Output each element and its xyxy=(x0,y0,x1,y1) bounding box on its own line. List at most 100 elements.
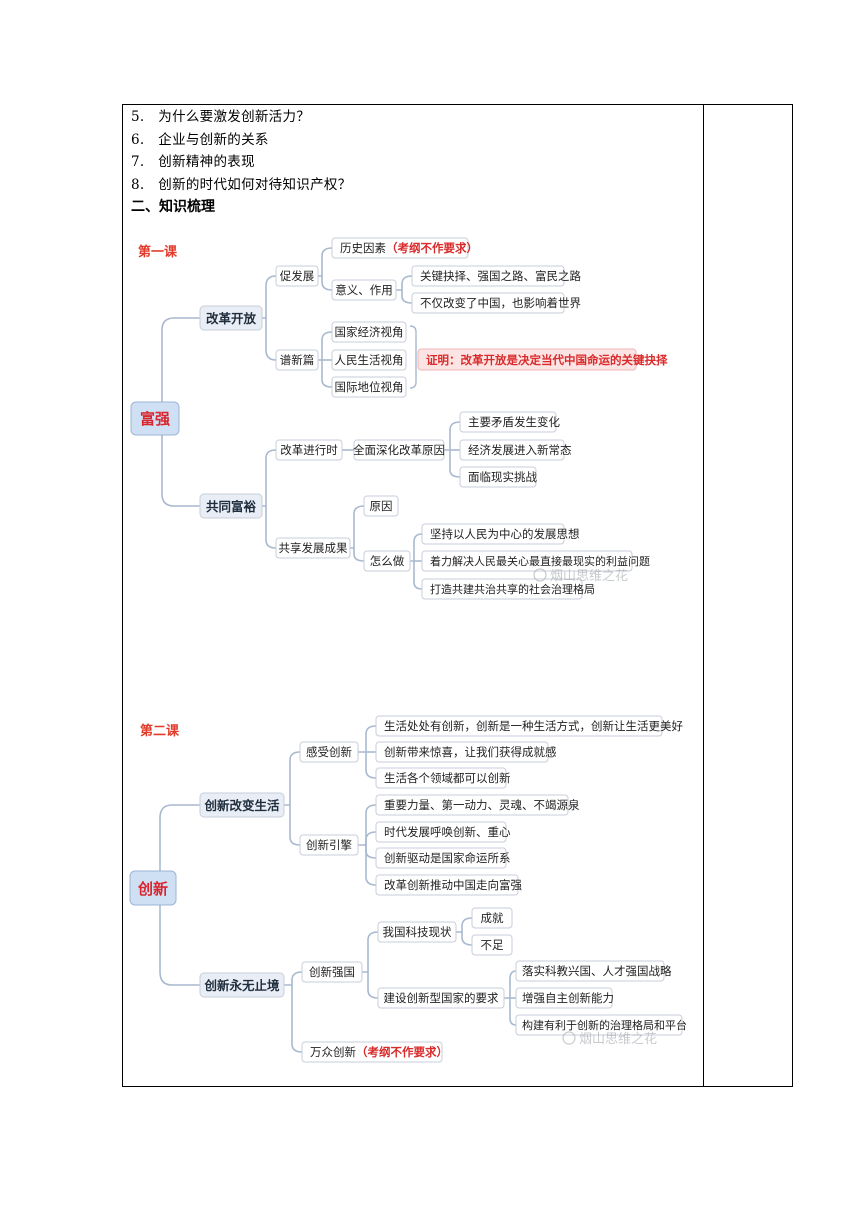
map1-common-node: 共同富裕 xyxy=(199,493,263,519)
map1-share-node: 共享发展成果 xyxy=(275,537,351,559)
map2-b2-node: 增强自主创新能力 xyxy=(515,987,614,1009)
map2-strong-label: 创新强国 xyxy=(309,965,355,979)
map2-build-node: 建设创新型国家的要求 xyxy=(377,987,505,1009)
map1-deepen-node: 全面深化改革原因 xyxy=(353,439,445,461)
section-heading: 二、知识梳理 xyxy=(131,199,215,215)
map2-l2-node: 时代发展呼唤创新、重心 xyxy=(375,821,511,843)
question-item: 6. 企业与创新的关系 xyxy=(131,131,269,148)
map1-lesson-title: 第一课 xyxy=(138,244,178,260)
map2-status-label: 我国科技现状 xyxy=(383,925,452,939)
map2-l1-label: 重要力量、第一动力、灵魂、不竭源泉 xyxy=(384,798,580,812)
map1-deepen-label: 全面深化改革原因 xyxy=(353,443,445,457)
map2-lesson-title: 第二课 xyxy=(140,723,180,739)
map2-f2-label: 创新带来惊喜，让我们获得成就感 xyxy=(384,745,557,759)
map1-watermark-label: 烟山思维之花 xyxy=(550,568,628,584)
map1-view2-label: 人民生活视角 xyxy=(335,353,404,367)
map1-promote-label: 促发展 xyxy=(280,269,315,283)
map1-c1-node: 主要矛盾发生变化 xyxy=(459,411,560,433)
map1-how-node: 怎么做 xyxy=(363,550,411,572)
map1-view1-label: 国家经济视角 xyxy=(335,325,404,339)
map2-l1-node: 重要力量、第一动力、灵魂、不竭源泉 xyxy=(375,794,580,816)
map2-strong-node: 创新强国 xyxy=(301,961,363,983)
map1-c3-label: 面临现实挑战 xyxy=(468,470,537,484)
map2-l3-node: 创新驱动是国家命运所系 xyxy=(375,847,511,869)
map2-watermark-label: 烟山思维之花 xyxy=(579,1031,657,1047)
map2-connectors xyxy=(159,725,517,1053)
map1-view1-node: 国家经济视角 xyxy=(331,321,407,343)
map1-choice-node: 关键抉择、强国之路、富民之路 xyxy=(411,265,581,287)
map1-meaning-node: 意义、作用 xyxy=(331,279,397,301)
map1-connectors xyxy=(161,247,461,590)
map2-feel-node: 感受创新 xyxy=(299,741,359,763)
map1-h2-label: 着力解决人民最关心最直接最现实的利益问题 xyxy=(430,554,650,568)
map1-reason-label: 原因 xyxy=(370,499,393,513)
map1-progress-label: 改革进行时 xyxy=(280,443,338,457)
map2-mass-note: （考纲不作要求） xyxy=(356,1045,448,1059)
map1-newchapter-node: 谱新篇 xyxy=(275,349,319,371)
map2-s1-label: 成就 xyxy=(481,911,504,925)
map1-watermark: 烟山思维之花 xyxy=(533,568,628,584)
map1-view2-node: 人民生活视角 xyxy=(331,349,407,371)
map1-choice-label: 关键抉择、强国之路、富民之路 xyxy=(420,269,581,283)
map1-h2-node: 着力解决人民最关心最直接最现实的利益问题 xyxy=(421,550,650,572)
map2-f3-label: 生活各个领域都可以创新 xyxy=(384,771,511,785)
map1-world-label: 不仅改变了中国，也影响着世界 xyxy=(420,296,581,310)
map2-s1-node: 成就 xyxy=(471,907,513,929)
map1-root-node: 富强 xyxy=(130,401,180,436)
map1-c2-node: 经济发展进入新常态 xyxy=(459,439,572,461)
svg-text:历史因素（考纲不作要求）: 历史因素（考纲不作要求） xyxy=(340,241,478,255)
question-item: 8. 创新的时代如何对待知识产权？ xyxy=(131,176,352,193)
map1-view3-label: 国际地位视角 xyxy=(335,380,404,394)
map2-root-node: 创新 xyxy=(129,870,177,906)
map2-f3-node: 生活各个领域都可以创新 xyxy=(375,767,511,789)
map2-lead-node: 创新引擎 xyxy=(299,834,359,856)
map2-f1-label: 生活处处有创新，创新是一种生活方式，创新让生活更美好 xyxy=(384,719,683,733)
table-frame xyxy=(122,104,793,1087)
map2-b2-label: 增强自主创新能力 xyxy=(522,991,614,1005)
wechat-icon xyxy=(533,568,547,582)
map2-l4-node: 改革创新推动中国走向富强 xyxy=(375,874,522,896)
table-column-divider xyxy=(703,104,704,1087)
wechat-icon xyxy=(562,1031,576,1045)
map1-proof-node: 证明：改革开放是决定当代中国命运的关键抉择 xyxy=(417,348,668,371)
map1-history-label: 历史因素 xyxy=(340,241,386,255)
map2-root-label: 创新 xyxy=(137,880,168,898)
svg-text:万众创新（考纲不作要求）: 万众创新（考纲不作要求） xyxy=(310,1045,448,1059)
map1-history-node: 历史因素（考纲不作要求） xyxy=(331,237,478,259)
map2-b3-label: 构建有利于创新的治理格局和平台 xyxy=(522,1018,687,1032)
map1-newchapter-label: 谱新篇 xyxy=(280,353,315,367)
map1-progress-node: 改革进行时 xyxy=(275,439,343,461)
map1-h3-label: 打造共建共治共享的社会治理格局 xyxy=(430,582,595,596)
map1-promote-node: 促发展 xyxy=(275,265,319,287)
map1-reform-label: 改革开放 xyxy=(206,311,257,326)
map1-h1-node: 坚持以人民为中心的发展思想 xyxy=(421,523,580,545)
map1-common-label: 共同富裕 xyxy=(206,499,257,514)
map2-s2-node: 不足 xyxy=(471,934,513,956)
map2-mass-label: 万众创新 xyxy=(310,1045,356,1059)
question-list: 5. 为什么要激发创新活力？ 6. 企业与创新的关系 7. 创新精神的表现 8.… xyxy=(131,106,351,196)
map1-c3-node: 面临现实挑战 xyxy=(459,466,537,488)
question-item: 7. 创新精神的表现 xyxy=(131,154,255,170)
map1-proof-label: 证明：改革开放是决定当代中国命运的关键抉择 xyxy=(426,353,668,367)
map2-l4-label: 改革创新推动中国走向富强 xyxy=(384,878,522,892)
map2-f1-node: 生活处处有创新，创新是一种生活方式，创新让生活更美好 xyxy=(375,715,683,737)
map2-mass-node: 万众创新（考纲不作要求） xyxy=(301,1041,448,1063)
map2-change-node: 创新改变生活 xyxy=(199,792,285,818)
map2-endless-node: 创新永无止境 xyxy=(199,972,285,998)
map1-share-label: 共享发展成果 xyxy=(279,541,348,555)
map1-reform-node: 改革开放 xyxy=(199,305,263,331)
map2-status-node: 我国科技现状 xyxy=(377,921,457,943)
map1-c2-label: 经济发展进入新常态 xyxy=(468,443,572,457)
map2-f2-node: 创新带来惊喜，让我们获得成就感 xyxy=(375,741,557,763)
map1-meaning-label: 意义、作用 xyxy=(335,283,393,297)
map1-h3-node: 打造共建共治共享的社会治理格局 xyxy=(421,578,595,600)
map1-reason-node: 原因 xyxy=(363,495,399,517)
map2-watermark: 烟山思维之花 xyxy=(562,1031,657,1047)
map1-c1-label: 主要矛盾发生变化 xyxy=(468,415,560,429)
map2-b1-node: 落实科教兴国、人才强国战略 xyxy=(515,960,672,982)
map2-l2-label: 时代发展呼唤创新、重心 xyxy=(384,825,511,839)
map1-world-node: 不仅改变了中国，也影响着世界 xyxy=(411,292,581,314)
map1-view3-node: 国际地位视角 xyxy=(331,376,407,398)
map2-b1-label: 落实科教兴国、人才强国战略 xyxy=(522,964,672,978)
